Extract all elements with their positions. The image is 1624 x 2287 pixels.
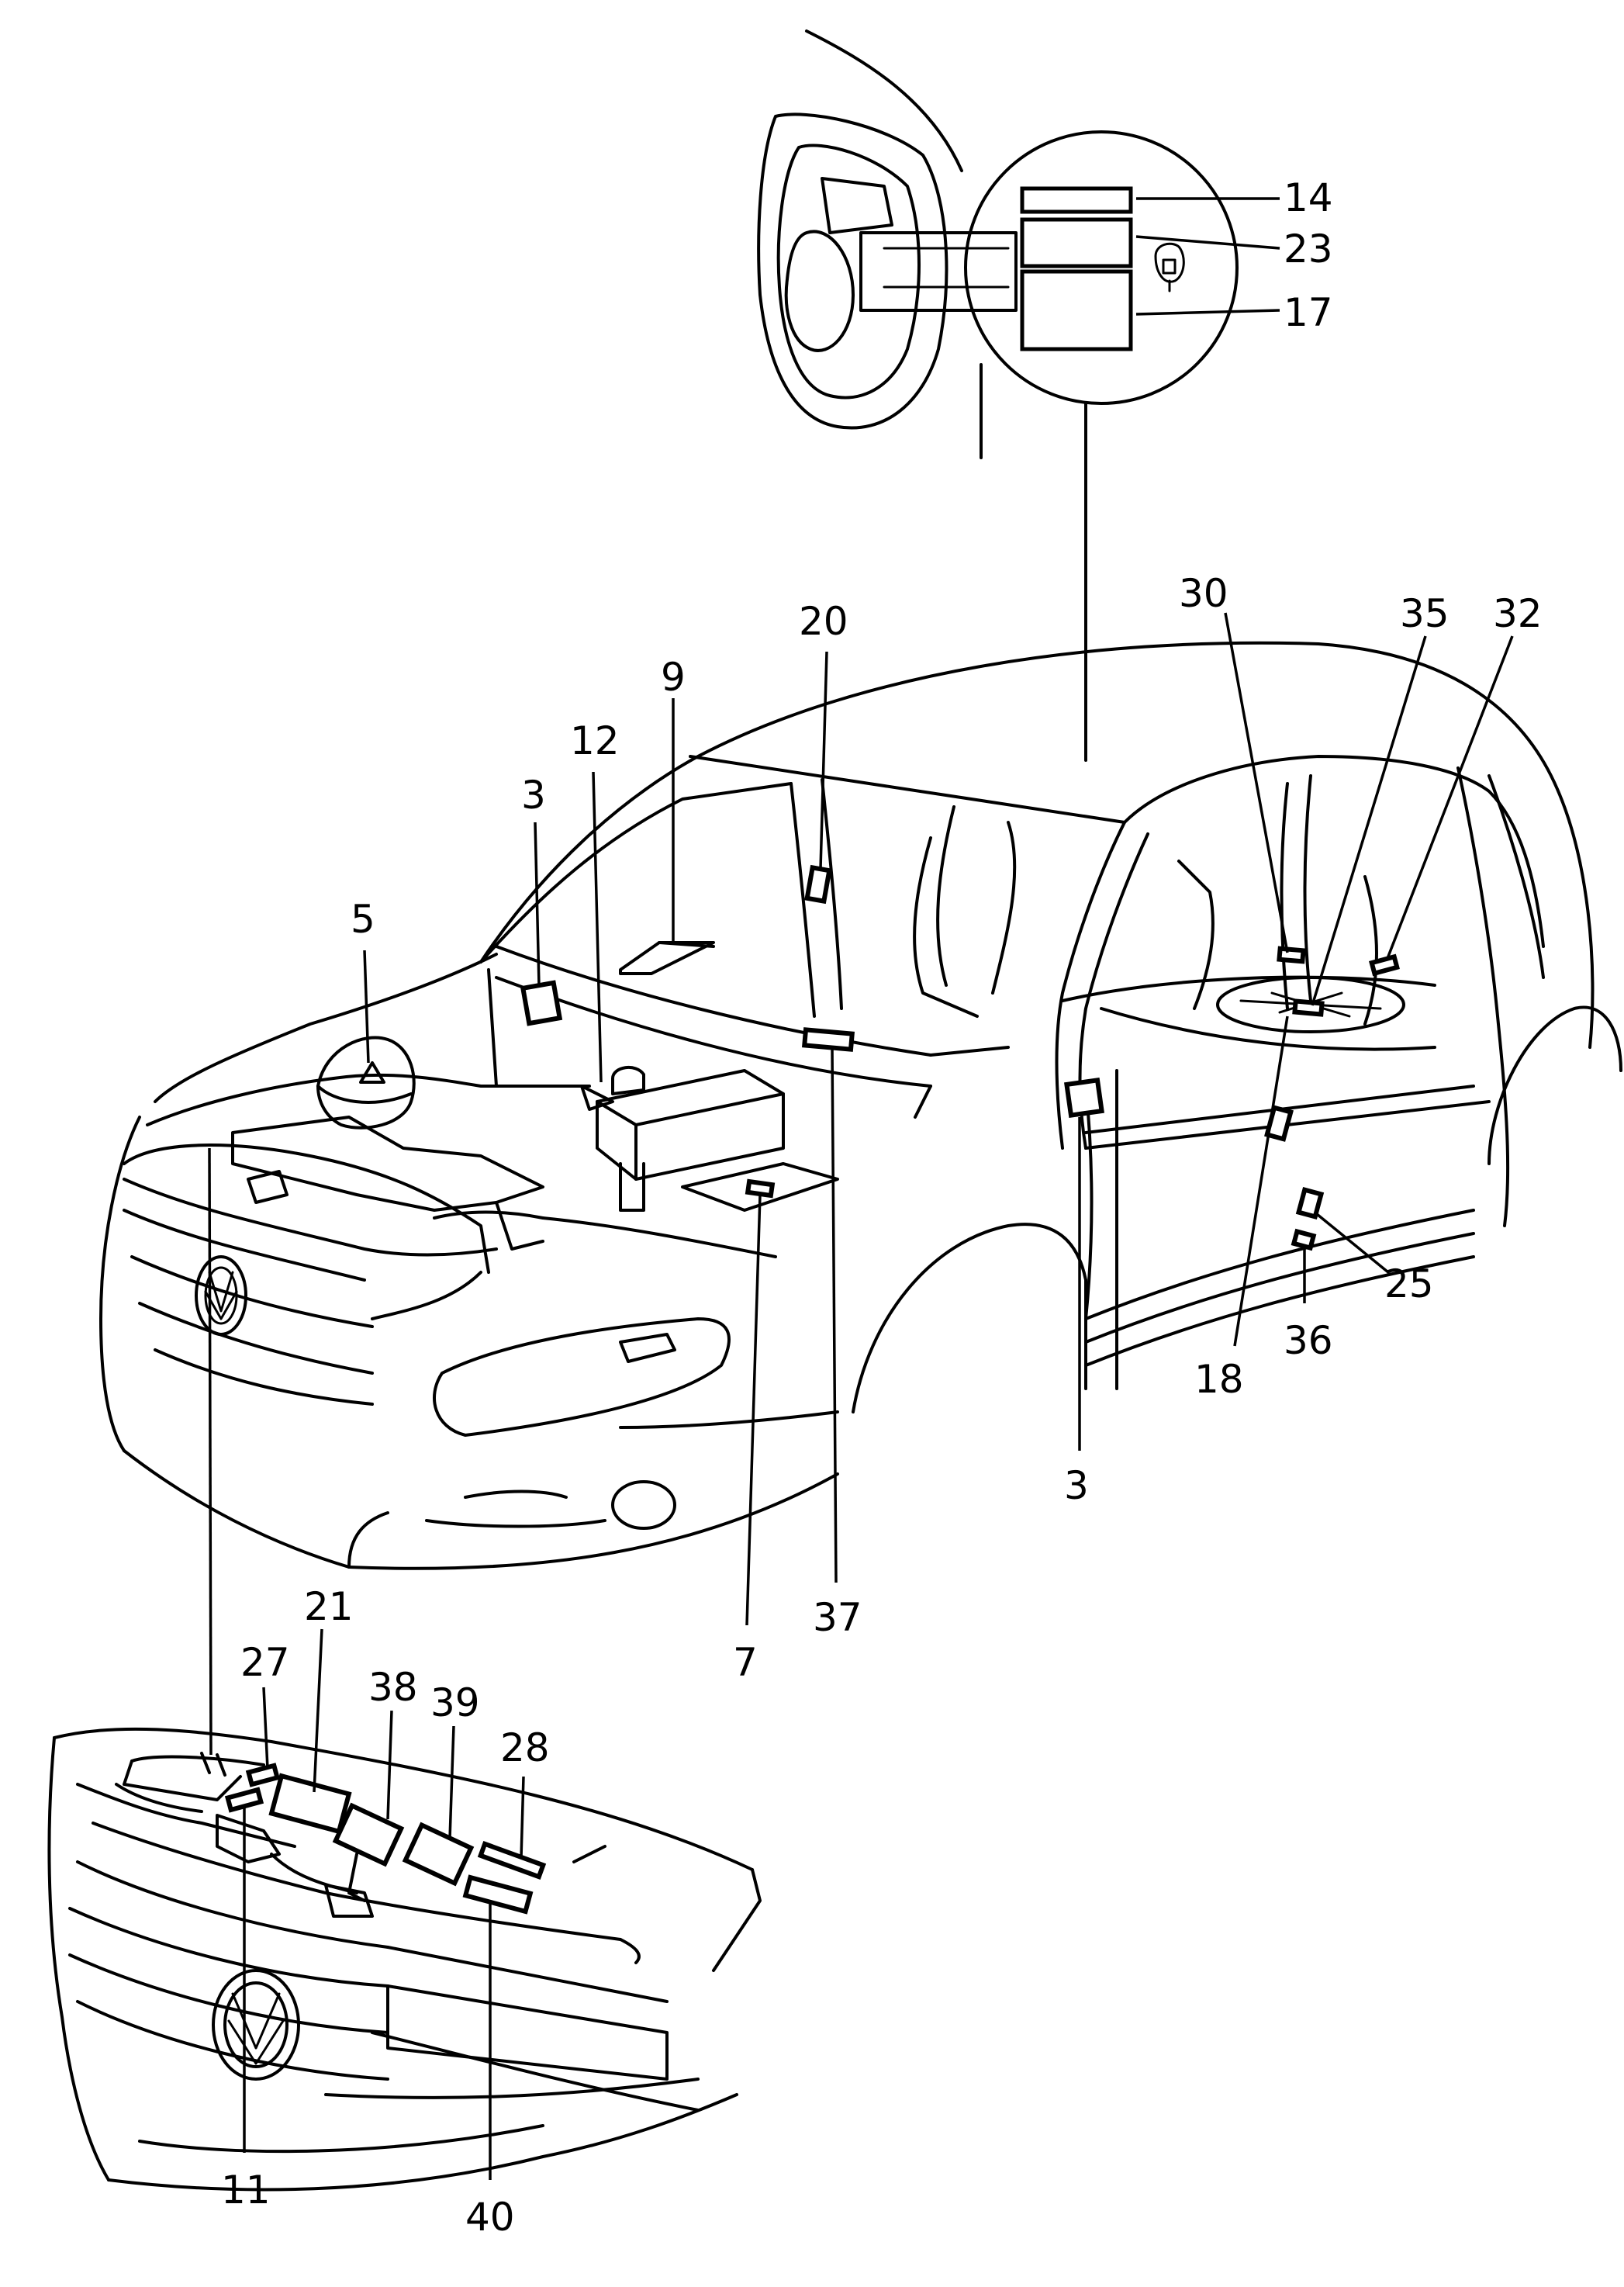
- callout-38: 38: [368, 1665, 418, 1710]
- bonnet-detail: [47, 1727, 762, 2192]
- callout-7: 7: [733, 1640, 758, 1685]
- callout-37: 37: [813, 1595, 862, 1640]
- label-21: [268, 1773, 352, 1835]
- callout-5: 5: [351, 897, 375, 942]
- label-37: [801, 1027, 855, 1052]
- callout-32: 32: [1493, 591, 1543, 636]
- callout-25: 25: [1384, 1261, 1434, 1306]
- callout-23: 23: [1284, 227, 1333, 272]
- callout-12: 12: [570, 718, 620, 763]
- callout-17: 17: [1284, 290, 1333, 335]
- callout-27: 27: [240, 1640, 290, 1685]
- label-stickers: [224, 864, 1400, 1915]
- callout-36: 36: [1284, 1318, 1333, 1363]
- label-25: [1295, 1186, 1325, 1220]
- callout-28: 28: [500, 1725, 550, 1770]
- callout-39: 39: [430, 1680, 480, 1725]
- vehicle-body: [99, 641, 1622, 1570]
- callout-35: 35: [1400, 591, 1450, 636]
- label-27: [245, 1763, 281, 1787]
- label-7: [745, 1178, 776, 1199]
- callout-21: 21: [304, 1584, 354, 1629]
- leader-lines: [208, 612, 1514, 2180]
- callout-18: 18: [1194, 1357, 1244, 1402]
- label-36: [1291, 1228, 1317, 1251]
- label-35: [1292, 998, 1325, 1017]
- label-28: [477, 1840, 547, 1880]
- warning-triangle-icon: [359, 1061, 385, 1084]
- label-3-pillar: [1064, 1078, 1104, 1118]
- label-38: [332, 1802, 405, 1867]
- callout-30: 30: [1179, 571, 1228, 616]
- callout-3-strut: 3: [521, 773, 546, 818]
- callout-9: 9: [661, 655, 686, 700]
- callout-numbers: 14 23 17 20 30 35 32 9 12 3 5 25 36 18 3…: [221, 175, 1543, 2240]
- fuel-flap-detail: [757, 29, 1280, 762]
- callout-20: 20: [799, 599, 848, 644]
- callout-14: 14: [1284, 175, 1333, 220]
- label-11: [224, 1787, 264, 1813]
- label-30: [1277, 946, 1306, 964]
- label-39: [402, 1822, 475, 1887]
- label-40: [462, 1874, 534, 1915]
- callout-40: 40: [465, 2195, 515, 2240]
- callout-3-pillar: 3: [1064, 1463, 1089, 1508]
- label-3-strut: [520, 980, 563, 1026]
- label-20: [804, 864, 832, 905]
- label-32: [1369, 953, 1400, 977]
- callout-11: 11: [221, 2168, 271, 2213]
